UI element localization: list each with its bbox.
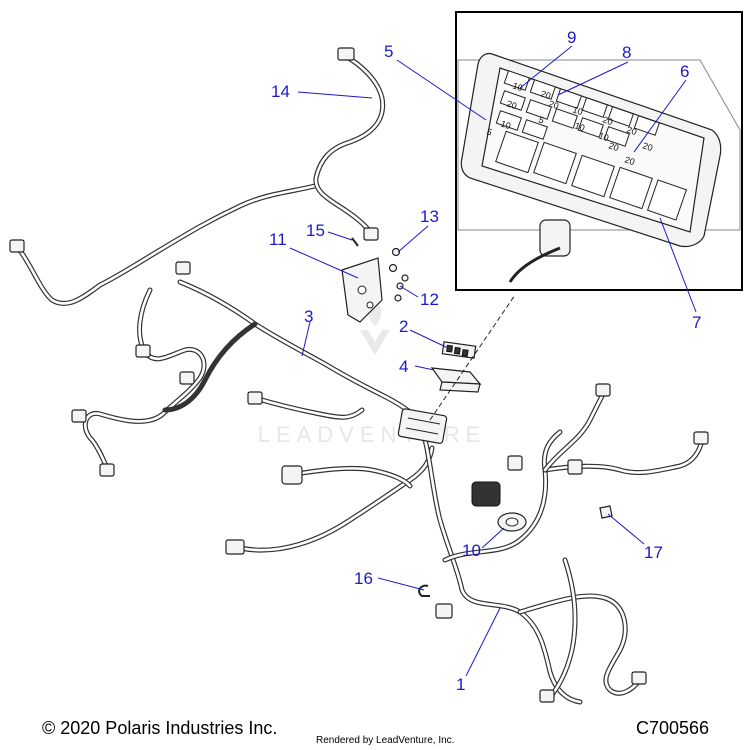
- fuse-box-detail-inset: 10 20 20 10 20 10 5 10 20 10 20 20 5 20 …: [455, 11, 743, 291]
- fuse-grid: [495, 70, 688, 221]
- callout-12: 12: [420, 290, 439, 309]
- callout-5: 5: [384, 42, 393, 61]
- fuse-label: 20: [505, 98, 518, 111]
- callout-3: 3: [304, 307, 313, 326]
- callout-1: 1: [456, 675, 465, 694]
- callout-8: 8: [622, 43, 631, 62]
- fuse-box-cover: [430, 367, 482, 393]
- fuse-label: 10: [511, 80, 524, 93]
- fuse-label: 20: [539, 88, 552, 101]
- callout-6: 6: [680, 62, 689, 81]
- detail-leader-line: [429, 294, 516, 421]
- fuse-label: 20: [607, 140, 620, 153]
- harness-clip: [418, 584, 430, 597]
- fuse-box-connector: [397, 408, 448, 444]
- callout-4: 4: [399, 357, 408, 376]
- fuse-label: 20: [625, 124, 638, 137]
- callout-13: 13: [420, 207, 439, 226]
- mounting-bracket: [341, 257, 383, 323]
- fuse-label: 20: [547, 98, 560, 111]
- harness-connectors: [9, 47, 709, 703]
- relay-connector: [471, 481, 501, 507]
- main-wiring-harness: [15, 53, 705, 705]
- fuse-label: 5: [485, 126, 493, 137]
- callout-2: 2: [399, 317, 408, 336]
- fasteners: [351, 237, 409, 302]
- fuse-label: 10: [597, 130, 610, 143]
- callout-leaders: [289, 45, 697, 677]
- callout-17: 17: [644, 543, 663, 562]
- fuse-strip: [441, 341, 477, 359]
- callout-16: 16: [354, 569, 373, 588]
- callout-labels: 1 2 3 4 5 6 7 8 9 10 11 12 13 14 15 16 1…: [269, 28, 701, 694]
- grommet-part: [497, 512, 527, 532]
- watermark-text: LEADVENTURE: [258, 422, 487, 447]
- callout-11: 11: [269, 230, 287, 249]
- fuse-label: 20: [623, 154, 636, 167]
- fuse-label: 20: [601, 114, 614, 127]
- illustration-code: C700566: [636, 718, 710, 738]
- callout-7: 7: [692, 313, 701, 332]
- callout-10: 10: [462, 541, 481, 560]
- copyright-notice: © 2020 Polaris Industries Inc.: [42, 718, 278, 738]
- fuse-label: 10: [573, 120, 586, 133]
- fuse-label: 20: [641, 140, 654, 153]
- callout-9: 9: [567, 28, 576, 47]
- rendered-by-credit: Rendered by LeadVenture, Inc.: [316, 735, 455, 746]
- fuse-rating-labels: 10 20 20 10 20 10 5 10 20 10 20 20 5 20 …: [485, 80, 654, 167]
- fuse-label: 10: [499, 118, 512, 131]
- callout-15: 15: [306, 221, 325, 240]
- callout-14: 14: [271, 82, 290, 101]
- fuse-label: 10: [571, 104, 584, 117]
- fuse-label: 5: [537, 114, 545, 125]
